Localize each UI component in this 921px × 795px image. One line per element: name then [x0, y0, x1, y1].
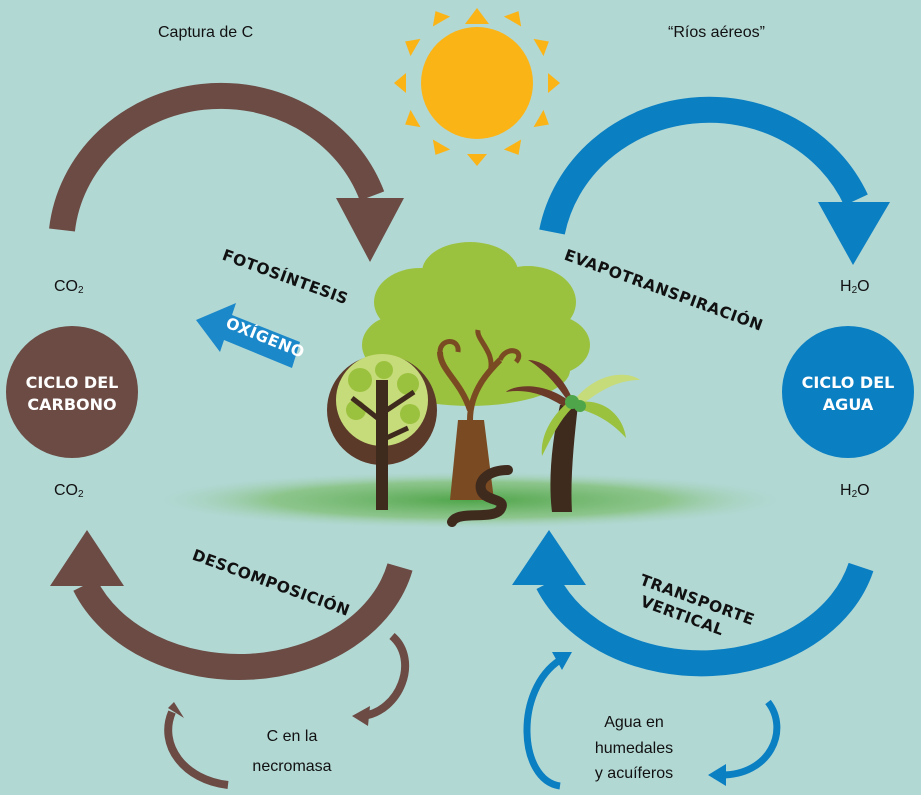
- h2o-top-sub: 2: [851, 285, 858, 296]
- necromass-line1: C en la: [266, 728, 318, 745]
- co2-top-sub: 2: [78, 285, 84, 296]
- vertical-transport-arrow: [512, 530, 874, 677]
- h2o-bottom-sub: 2: [851, 489, 858, 500]
- oxygen-arrow: [196, 303, 300, 368]
- necromass-label: C en la necromasa: [232, 726, 352, 777]
- h2o-top-h: H: [840, 278, 852, 295]
- snake-icon: [447, 465, 513, 527]
- carbon-capture-label: Captura de C: [158, 24, 254, 41]
- air-rivers-label: “Ríos aéreos”: [668, 24, 765, 41]
- water-cycle-circle: [782, 326, 914, 458]
- palm-icon: [506, 360, 640, 512]
- necromass-loop-arrow: [164, 632, 410, 789]
- h2o-top-label: H2O: [840, 276, 870, 298]
- carbon-cycle-line2: CARBONO: [27, 394, 117, 414]
- co2-bottom-text: CO: [54, 482, 78, 499]
- h2o-bottom-o: O: [857, 482, 870, 499]
- evapotranspiration-arrow: [539, 96, 890, 265]
- co2-top-label: CO2: [54, 276, 84, 298]
- carbon-cycle-circle: [6, 326, 138, 458]
- co2-bottom-label: CO2: [54, 480, 84, 502]
- wetlands-line3: y acuíferos: [594, 765, 674, 783]
- necromass-line2: necromasa: [252, 757, 332, 775]
- carbon-cycle-title: CICLO DEL CARBONO: [6, 372, 138, 415]
- carbon-cycle-line1: CICLO DEL: [25, 373, 119, 392]
- wetlands-line1: Agua en: [604, 714, 664, 731]
- co2-bottom-sub: 2: [78, 489, 84, 500]
- wetlands-line2: humedales: [594, 739, 674, 757]
- co2-top-text: CO: [54, 278, 78, 295]
- wetlands-loop-arrow: [523, 652, 781, 790]
- water-cycle-title: CICLO DEL AGUA: [782, 372, 914, 415]
- carbon-capture-arrow: [49, 82, 404, 262]
- sun-icon: [394, 8, 560, 166]
- h2o-bottom-label: H2O: [840, 480, 870, 502]
- decomposition-arrow: [50, 530, 413, 681]
- water-cycle-line1: CICLO DEL: [801, 373, 895, 392]
- wetlands-label: Agua en humedales y acuíferos: [574, 712, 694, 785]
- h2o-bottom-h: H: [840, 482, 852, 499]
- round-tree-icon: [327, 354, 437, 510]
- water-cycle-line2: AGUA: [822, 394, 874, 414]
- h2o-top-o: O: [857, 278, 870, 295]
